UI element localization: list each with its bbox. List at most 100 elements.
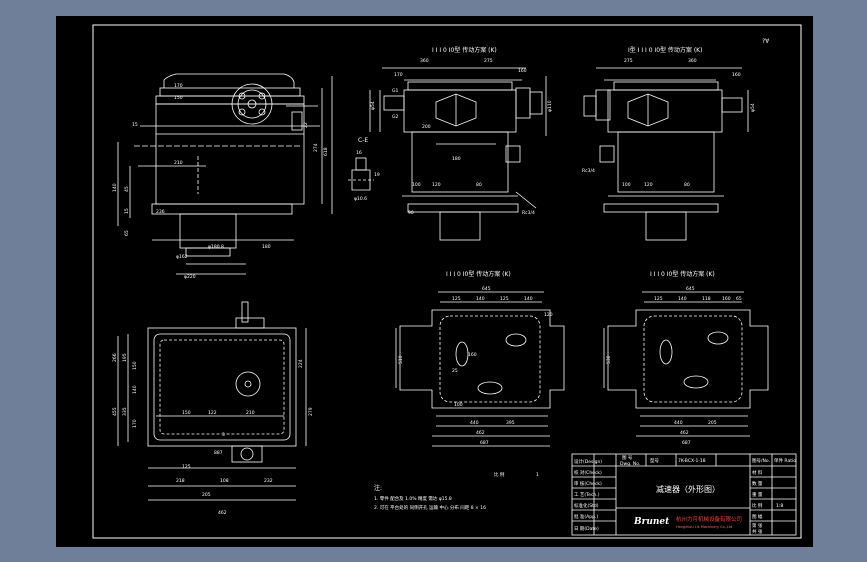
gearbox-drawing-sheet: ?∀ — [92, 24, 802, 539]
tb-row-label: 审 核(Check) — [574, 480, 602, 487]
dim-label: 170 — [174, 83, 183, 89]
tb-row-label: 校 对(Check) — [574, 469, 602, 476]
dim-label: Rc3/4 — [522, 210, 535, 216]
dim-label: 180 — [452, 156, 461, 162]
dim-label: 687 — [682, 440, 691, 446]
dim-label: 274 — [313, 143, 319, 152]
dim-label: 275 — [484, 58, 493, 64]
dim-label: φ54 — [370, 101, 376, 110]
drawing-canvas[interactable]: ?∀ — [56, 16, 813, 547]
dim-label: 100 — [454, 402, 463, 408]
view-title-bottom-middle: I I I 0 I0型 传动方案 (K) — [446, 270, 511, 278]
tb-right-label: 第 张 — [752, 522, 763, 529]
dim-label: 440 — [470, 420, 479, 426]
view-bottom-middle — [395, 291, 565, 447]
dim-label: 440 — [674, 420, 683, 426]
tb-right-label: 共 张 — [752, 528, 763, 535]
dim-label: 279 — [308, 407, 314, 416]
dim-label: 150 — [182, 410, 191, 416]
dim-label: 100 — [412, 182, 421, 188]
dim-label: 335 — [122, 407, 128, 416]
dim-label: 16 — [356, 150, 362, 156]
dim-label: 108 — [220, 478, 229, 484]
dim-label: 125 — [654, 296, 663, 302]
dim-label: 22 — [303, 122, 309, 128]
dim-label: 140 — [112, 183, 118, 192]
tb-row-label: 设计(Design) — [574, 458, 602, 465]
dim-label: 15 — [132, 122, 138, 128]
dim-label: 170 — [132, 419, 138, 428]
dim-label: 210 — [246, 410, 255, 416]
dim-label: 170 — [394, 72, 403, 78]
view-bottom-right — [603, 291, 769, 437]
view-top-right-dims: 275 360 160 φ54 Rc3/4 100 120 80 — [582, 58, 756, 188]
dim-label: 140 — [132, 385, 138, 394]
section-c-e — [348, 157, 374, 191]
dim-label: 80 — [476, 182, 482, 188]
dim-label: 150 — [174, 95, 183, 101]
dim-label: φ220 — [184, 274, 196, 280]
dim-label: 224 — [298, 359, 304, 368]
dim-label: 160 — [468, 352, 477, 358]
dim-label: 100 — [622, 182, 631, 188]
company-logo: Brunet — [633, 517, 670, 527]
dim-label: 218 — [176, 478, 185, 484]
tb-header-cell: 图号/No. — [752, 458, 770, 464]
dim-label: 118 — [702, 296, 711, 302]
dim-label: 462 — [476, 430, 485, 436]
dim-label: 125 — [500, 296, 509, 302]
tb-header-cell: 图 号 — [622, 455, 633, 461]
tb-row-label: 日 期(Date) — [574, 526, 599, 532]
dim-label: 510 — [398, 355, 404, 364]
dim-label: φ10.6 — [354, 196, 367, 202]
view-bottom-middle-dims: 645 125 140 125 140 120 510 25 160 100 4… — [398, 286, 553, 446]
dim-label: 160 — [518, 68, 527, 74]
dim-label: 160 — [732, 72, 741, 78]
tb-header-cell: 单件 Ratio — [774, 457, 796, 464]
dim-label: 80 — [684, 182, 690, 188]
dim-label: 455 — [112, 407, 118, 416]
dim-label: 645 — [686, 286, 695, 292]
view-top-middle — [369, 67, 547, 241]
dim-label: 65 — [736, 296, 742, 302]
title-block — [571, 453, 797, 536]
dim-label: 140 — [524, 296, 533, 302]
dim-label: 618 — [323, 147, 329, 156]
dim-label: 140 — [678, 296, 687, 302]
dim-label: φ162 — [176, 254, 188, 260]
ratio-value: 1 — [536, 472, 539, 478]
roughness-symbol: ?∀ — [762, 38, 770, 45]
dim-label: φ54 — [750, 103, 756, 112]
dim-label: 3 — [222, 432, 225, 438]
dim-label: G1 — [392, 88, 398, 94]
dim-label: 687 — [480, 440, 489, 446]
dim-label: 150 — [132, 361, 138, 370]
view-top-middle-dims: 360 275 170 160 φ54 G1 G2 200 180 φ110 1… — [370, 58, 553, 216]
tb-row-label: 标准化(Std) — [574, 502, 599, 509]
dim-label: 90 — [408, 210, 414, 216]
dim-label: 160 — [722, 296, 731, 302]
dim-label: 462 — [680, 430, 689, 436]
dim-label: 232 — [264, 478, 273, 484]
dim-label: 195 — [122, 353, 128, 362]
view-plan-left — [117, 301, 307, 501]
dim-label: 360 — [688, 58, 697, 64]
dim-label: 120 — [432, 182, 441, 188]
view-front-left-dims: 170 150 15 618 22 274 45 140 15 65 210 2… — [112, 83, 329, 280]
section-label: C-E — [358, 137, 368, 144]
tb-right-label: 材 料 — [752, 469, 763, 476]
dim-label: 266 — [112, 353, 118, 362]
dim-label: 645 — [482, 286, 491, 292]
dim-label: 180 — [262, 244, 271, 250]
dim-label: 462 — [218, 510, 227, 516]
dim-label: φ110 — [547, 100, 553, 112]
dim-label: 65 — [124, 230, 130, 236]
tb-right-label: 图 幅 — [752, 513, 763, 520]
view-top-right — [583, 67, 749, 241]
dim-label: 120 — [644, 182, 653, 188]
view-front-left — [117, 73, 333, 275]
note-line: 1. 零件 配合及 1.0% 精度 需达 φ15.8 — [374, 495, 452, 502]
dim-label: 140 — [476, 296, 485, 302]
view-title-top-right: Ⅰ型 I I I 0 I0型 传动方案 (K) — [628, 46, 702, 54]
tb-header-cell: 型号 — [650, 457, 659, 464]
